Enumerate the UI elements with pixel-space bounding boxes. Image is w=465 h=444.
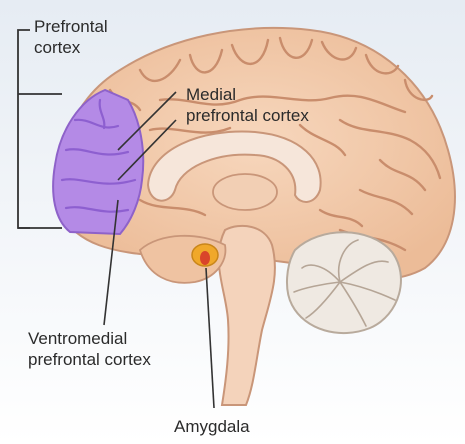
- ventromedial-prefrontal-cortex-label-line-2: prefrontal cortex: [28, 349, 151, 370]
- medial-prefrontal-cortex-label-line-1: Medial: [186, 84, 309, 105]
- amygdala-core: [200, 251, 210, 265]
- ventromedial-prefrontal-cortex-label-line-1: Ventromedial: [28, 328, 151, 349]
- medial-prefrontal-cortex-label: Medial prefrontal cortex: [186, 84, 309, 126]
- prefrontal-cortex-label-line-2: cortex: [34, 37, 108, 58]
- medial-prefrontal-cortex-label-line-2: prefrontal cortex: [186, 105, 309, 126]
- amygdala-label: Amygdala: [174, 416, 250, 437]
- prefrontal-cortex-label-line-1: Prefrontal: [34, 16, 108, 37]
- prefrontal-cortex-label: Prefrontal cortex: [34, 16, 108, 58]
- thalamus: [213, 174, 277, 210]
- ventromedial-prefrontal-cortex-label: Ventromedial prefrontal cortex: [28, 328, 151, 370]
